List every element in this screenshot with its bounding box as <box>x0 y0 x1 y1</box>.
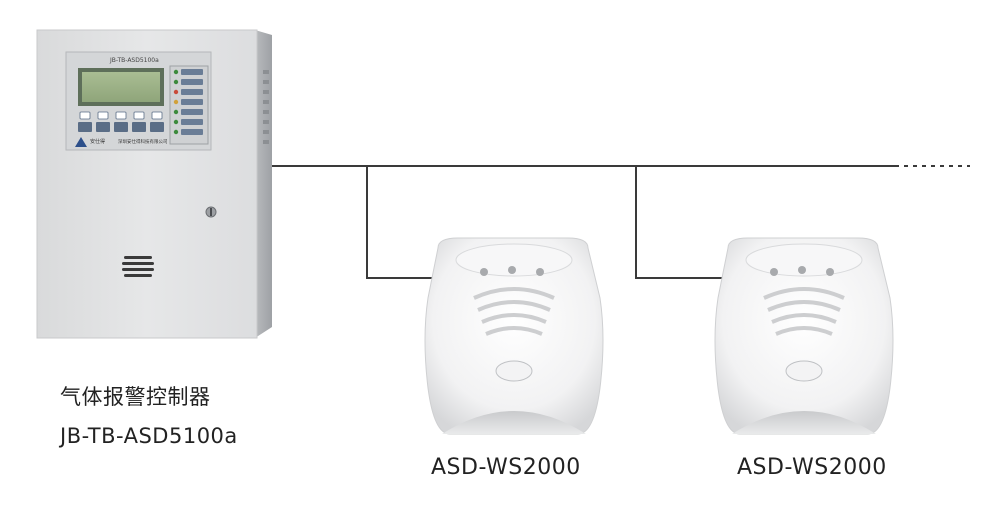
panel-title: JB-TB-ASD5100a <box>109 57 159 64</box>
digit-keys <box>79 111 163 120</box>
status-led-indicators <box>480 266 544 276</box>
cabinet-side <box>255 30 272 338</box>
controller-model-label: JB-TB-ASD5100a <box>60 424 238 448</box>
detector-2-model-label: ASD-WS2000 <box>737 455 887 480</box>
controller-cabinet: JB-TB-ASD5100a <box>36 29 272 339</box>
status-led-indicators <box>770 266 834 276</box>
detector-1-model-label: ASD-WS2000 <box>431 455 581 480</box>
brand-logo-icon <box>75 137 87 147</box>
bus-wiring <box>268 165 970 279</box>
front-vent-slots <box>763 287 845 336</box>
bus-drop-1 <box>366 166 440 279</box>
company-line: 深圳安仕得科技有限公司 <box>118 138 168 145</box>
bottom-vent <box>442 411 586 434</box>
side-vents <box>263 70 269 144</box>
gas-detector-1 <box>424 237 604 435</box>
brand-name: 安仕得 <box>90 138 105 145</box>
indicator-leds <box>173 69 203 135</box>
function-keys <box>78 122 164 132</box>
lcd-screen <box>82 72 160 102</box>
bus-drop-2 <box>635 166 735 279</box>
test-button <box>785 360 823 382</box>
gas-detector-2 <box>714 237 894 435</box>
test-button <box>495 360 533 382</box>
front-vent-slots <box>473 287 555 336</box>
controller-name-label: 气体报警控制器 <box>60 385 211 409</box>
speaker-grille-icon <box>122 256 154 277</box>
bottom-vent <box>732 411 876 434</box>
